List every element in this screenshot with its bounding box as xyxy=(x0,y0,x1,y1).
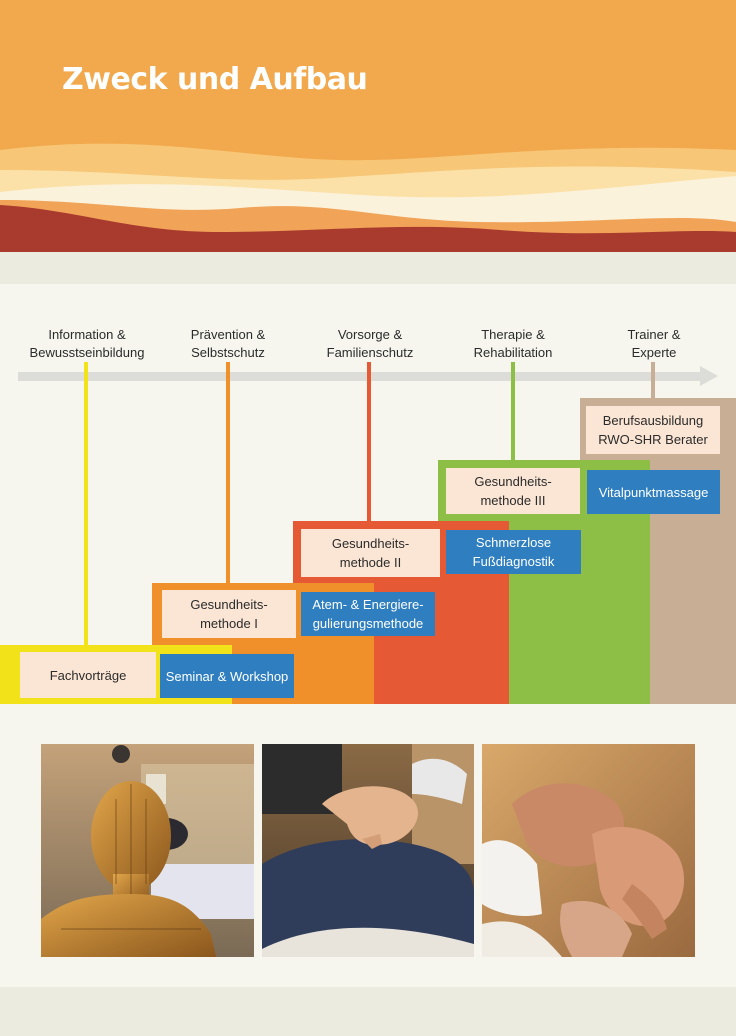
stage-label-line: Information & xyxy=(48,327,126,342)
course-label: Fußdiagnostik xyxy=(472,554,555,569)
connector-line-therapie xyxy=(511,362,515,461)
course-fussdiagnostik[interactable]: Schmerzlose Fußdiagnostik xyxy=(446,530,581,574)
connector-line-information xyxy=(84,362,88,646)
connector-line-vorsorge xyxy=(367,362,371,522)
course-label: methode I xyxy=(200,616,258,631)
stage-label-line: Vorsorge & xyxy=(337,327,403,342)
stage-label-information: Information & Bewusstseinbildung xyxy=(12,326,162,362)
stage-label-praevention: Prävention & Selbstschutz xyxy=(153,326,303,362)
timeline-arrow-head xyxy=(700,366,718,386)
wave-decoration xyxy=(0,0,736,252)
course-label: Schmerzlose xyxy=(475,535,552,550)
course-berufsausbildung[interactable]: Berufsausbildung RWO-SHR Berater xyxy=(586,406,720,454)
course-label: methode III xyxy=(480,493,546,508)
stage-label-line: Prävention & xyxy=(190,327,266,342)
course-label: Seminar & Workshop xyxy=(165,668,289,684)
stage-label-vorsorge: Vorsorge & Familienschutz xyxy=(295,326,445,362)
course-atem-energieregulierung[interactable]: Atem- & Energiere- gulierungsmethode xyxy=(301,592,435,636)
acupuncture-figure-photo xyxy=(41,744,254,957)
timeline-arrow-shaft xyxy=(18,372,702,381)
course-label: Atem- & Energiere- xyxy=(312,597,424,612)
stage-label-line: Bewusstseinbildung xyxy=(29,345,145,360)
course-gesundheitsmethode-2[interactable]: Gesundheits- methode II xyxy=(301,529,440,577)
stage-label-line: Trainer & xyxy=(627,327,681,342)
connector-line-praevention xyxy=(226,362,230,584)
course-label: RWO-SHR Berater xyxy=(598,432,708,447)
course-gesundheitsmethode-3[interactable]: Gesundheits- methode III xyxy=(446,468,580,514)
connector-line-trainer xyxy=(651,362,655,399)
course-gesundheitsmethode-1[interactable]: Gesundheits- methode I xyxy=(162,590,296,638)
stage-label-therapie: Therapie & Rehabilitation xyxy=(438,326,588,362)
course-label: Gesundheits- xyxy=(474,474,552,489)
header-banner: Zweck und Aufbau xyxy=(0,0,736,252)
course-label: Fachvorträge xyxy=(49,667,127,683)
stage-label-line: Rehabilitation xyxy=(473,345,553,360)
stage-label-trainer: Trainer & Experte xyxy=(579,326,729,362)
course-vitalpunktmassage[interactable]: Vitalpunktmassage xyxy=(587,470,720,514)
course-label: Berufsausbildung xyxy=(602,413,704,428)
course-label: methode II xyxy=(339,555,402,570)
course-label: Gesundheits- xyxy=(190,597,268,612)
page-title: Zweck und Aufbau xyxy=(62,62,368,97)
course-seminar-workshop[interactable]: Seminar & Workshop xyxy=(160,654,294,698)
course-label: Vitalpunktmassage xyxy=(598,484,709,500)
back-massage-photo xyxy=(262,744,474,957)
stage-label-line: Selbstschutz xyxy=(191,345,265,360)
stage-label-line: Therapie & xyxy=(481,327,545,342)
foot-reflexology-photo xyxy=(482,744,695,957)
divider-band xyxy=(0,252,736,284)
course-label: gulierungsmethode xyxy=(312,616,424,631)
course-fachvortraege[interactable]: Fachvorträge xyxy=(20,652,156,698)
footer-band xyxy=(0,987,736,1036)
course-label: Gesundheits- xyxy=(331,536,410,551)
stage-label-line: Experte xyxy=(631,345,677,360)
stage-label-line: Familienschutz xyxy=(326,345,414,360)
